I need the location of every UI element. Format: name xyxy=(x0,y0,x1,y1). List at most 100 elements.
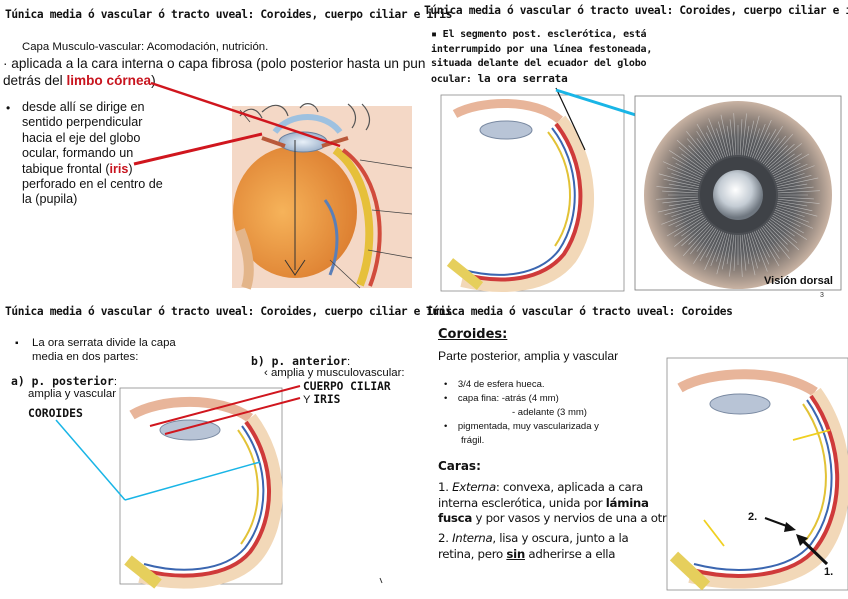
q2-ora-serrata: la ora serrata xyxy=(477,71,568,85)
ciliary-ray xyxy=(686,131,714,165)
q4-i-line1: 2. Interna, lisa y oscura, junto a la xyxy=(438,531,629,545)
ciliary-ray xyxy=(750,128,760,158)
q4-heading: Coroides: xyxy=(438,327,508,342)
ciliary-ray xyxy=(741,113,747,156)
q3-lens xyxy=(159,419,221,441)
q1-b4: ocular, formando un xyxy=(22,146,134,161)
q3-l2: media en dos partes: xyxy=(32,350,139,363)
ciliary-ray xyxy=(664,205,700,215)
q2-title: Túnica media ó vascular ó tracto uveal: … xyxy=(424,4,848,17)
ciliary-ray xyxy=(726,125,733,156)
q1-iris-right xyxy=(321,136,349,148)
q3-a-label: a) p. posterior xyxy=(11,374,114,388)
ciliary-ray xyxy=(693,228,717,264)
q1-b5: tabique frontal (iris) xyxy=(22,161,133,176)
q1-title: Túnica media ó vascular ó tracto uveal: … xyxy=(5,8,452,21)
q3-inner-layer xyxy=(237,429,259,545)
ciliary-ray xyxy=(718,121,728,157)
q1-eyelid-lines xyxy=(239,103,371,131)
q3-l1: La ora serrata divide la capa xyxy=(32,337,176,349)
ciliary-ray xyxy=(774,210,814,229)
q3-anterior: b) p. anterior: xyxy=(251,354,351,368)
q1-leader-lines xyxy=(239,109,413,289)
ciliary-ray xyxy=(777,203,813,212)
ciliary-ray xyxy=(775,207,805,217)
ciliary-ray xyxy=(777,183,808,190)
q1-line2-pre: detrás del xyxy=(3,73,67,88)
ciliary-ray xyxy=(678,146,708,171)
ciliary-ray xyxy=(757,229,780,267)
q2-lens xyxy=(479,120,533,140)
q2-cornea xyxy=(452,98,563,124)
q2-l2: interrumpido por una línea festoneada, xyxy=(431,43,653,55)
q4-interna-word: Interna xyxy=(452,531,493,545)
ciliary-ray xyxy=(696,131,717,162)
ciliary-ray xyxy=(752,123,766,158)
ciliary-ray xyxy=(770,153,795,172)
q4-yellow-marker-bottom xyxy=(703,519,725,547)
ciliary-ray xyxy=(699,229,719,261)
ciliary-ray xyxy=(716,233,728,275)
q3-cyan-pointer-choroid xyxy=(124,461,261,501)
q2-l4: ocular: la ora serrata xyxy=(431,71,568,85)
q4-optic-nerve xyxy=(669,551,711,591)
ciliary-ray xyxy=(773,162,801,178)
q4-cornea xyxy=(677,369,818,397)
ciliary-ray xyxy=(759,126,783,162)
ciliary-ray xyxy=(668,200,699,207)
q1-line2-post: ) xyxy=(151,73,156,88)
ciliary-ray xyxy=(755,132,771,160)
ciliary-ray xyxy=(776,205,818,217)
ciliary-ray xyxy=(720,114,730,156)
ciliary-ray xyxy=(771,153,802,174)
ciliary-ray xyxy=(770,218,795,237)
ciliary-ray xyxy=(777,177,819,187)
q4-sin: sin xyxy=(506,546,525,561)
q4-i2: • capa fina: -atrás (4 mm) xyxy=(444,393,559,404)
ciliary-ray xyxy=(675,162,703,178)
q2-retina xyxy=(463,127,576,276)
ciliary-ray xyxy=(775,165,815,181)
ciliary-ray xyxy=(676,139,709,169)
q3-cuerpo-ciliar: CUERPO CILIAR xyxy=(303,380,391,393)
q4-i2b: - adelante (3 mm) xyxy=(512,407,587,418)
ciliary-ray xyxy=(686,138,712,166)
q1-subtitle: Capa Musculo-vascular: Acomodación, nutr… xyxy=(22,41,269,53)
q4-bullets: • 3/4 de esfera hueca. • capa fina: -atr… xyxy=(444,378,599,448)
ciliary-ray xyxy=(767,221,800,251)
q4-sub: Parte posterior, amplia y vascular xyxy=(438,349,619,363)
q2-sclera xyxy=(460,115,595,292)
ciliary-ray xyxy=(762,135,787,165)
q4-caras: Caras: xyxy=(438,459,481,473)
q3-cornea xyxy=(129,396,253,423)
ciliary-ray xyxy=(675,212,703,228)
ciliary-ray xyxy=(705,230,721,258)
q4-retina xyxy=(693,399,833,571)
ciliary-ray xyxy=(729,119,735,156)
q1-choroid-band xyxy=(341,148,382,287)
ciliary-ray xyxy=(662,161,702,180)
ciliary-ray xyxy=(739,234,743,277)
ciliary-ray xyxy=(704,231,723,271)
ciliary-ray xyxy=(716,232,726,262)
ciliary-ray xyxy=(762,225,790,259)
q1-b6: perforado en el centro de xyxy=(22,177,163,192)
ciliary-ray xyxy=(775,173,805,183)
q1-left-fold xyxy=(235,228,254,290)
ciliary-ray xyxy=(681,221,709,247)
q4-arrowhead-2 xyxy=(784,522,796,532)
ciliary-ray xyxy=(688,223,710,245)
ciliary-ray xyxy=(755,230,771,258)
ciliary-ray xyxy=(706,125,723,159)
ciliary-ray xyxy=(696,227,715,252)
ciliary-ray xyxy=(753,119,772,159)
ciliary-ray xyxy=(757,129,777,161)
q4-interna: 2. Interna, lisa y oscura, junto a la re… xyxy=(438,531,629,562)
q2-optic-nerve xyxy=(446,258,484,290)
q3-b-label: b) p. anterior xyxy=(251,354,348,368)
q4-fusca: fusca xyxy=(438,511,473,525)
ciliary-ray xyxy=(674,216,705,237)
